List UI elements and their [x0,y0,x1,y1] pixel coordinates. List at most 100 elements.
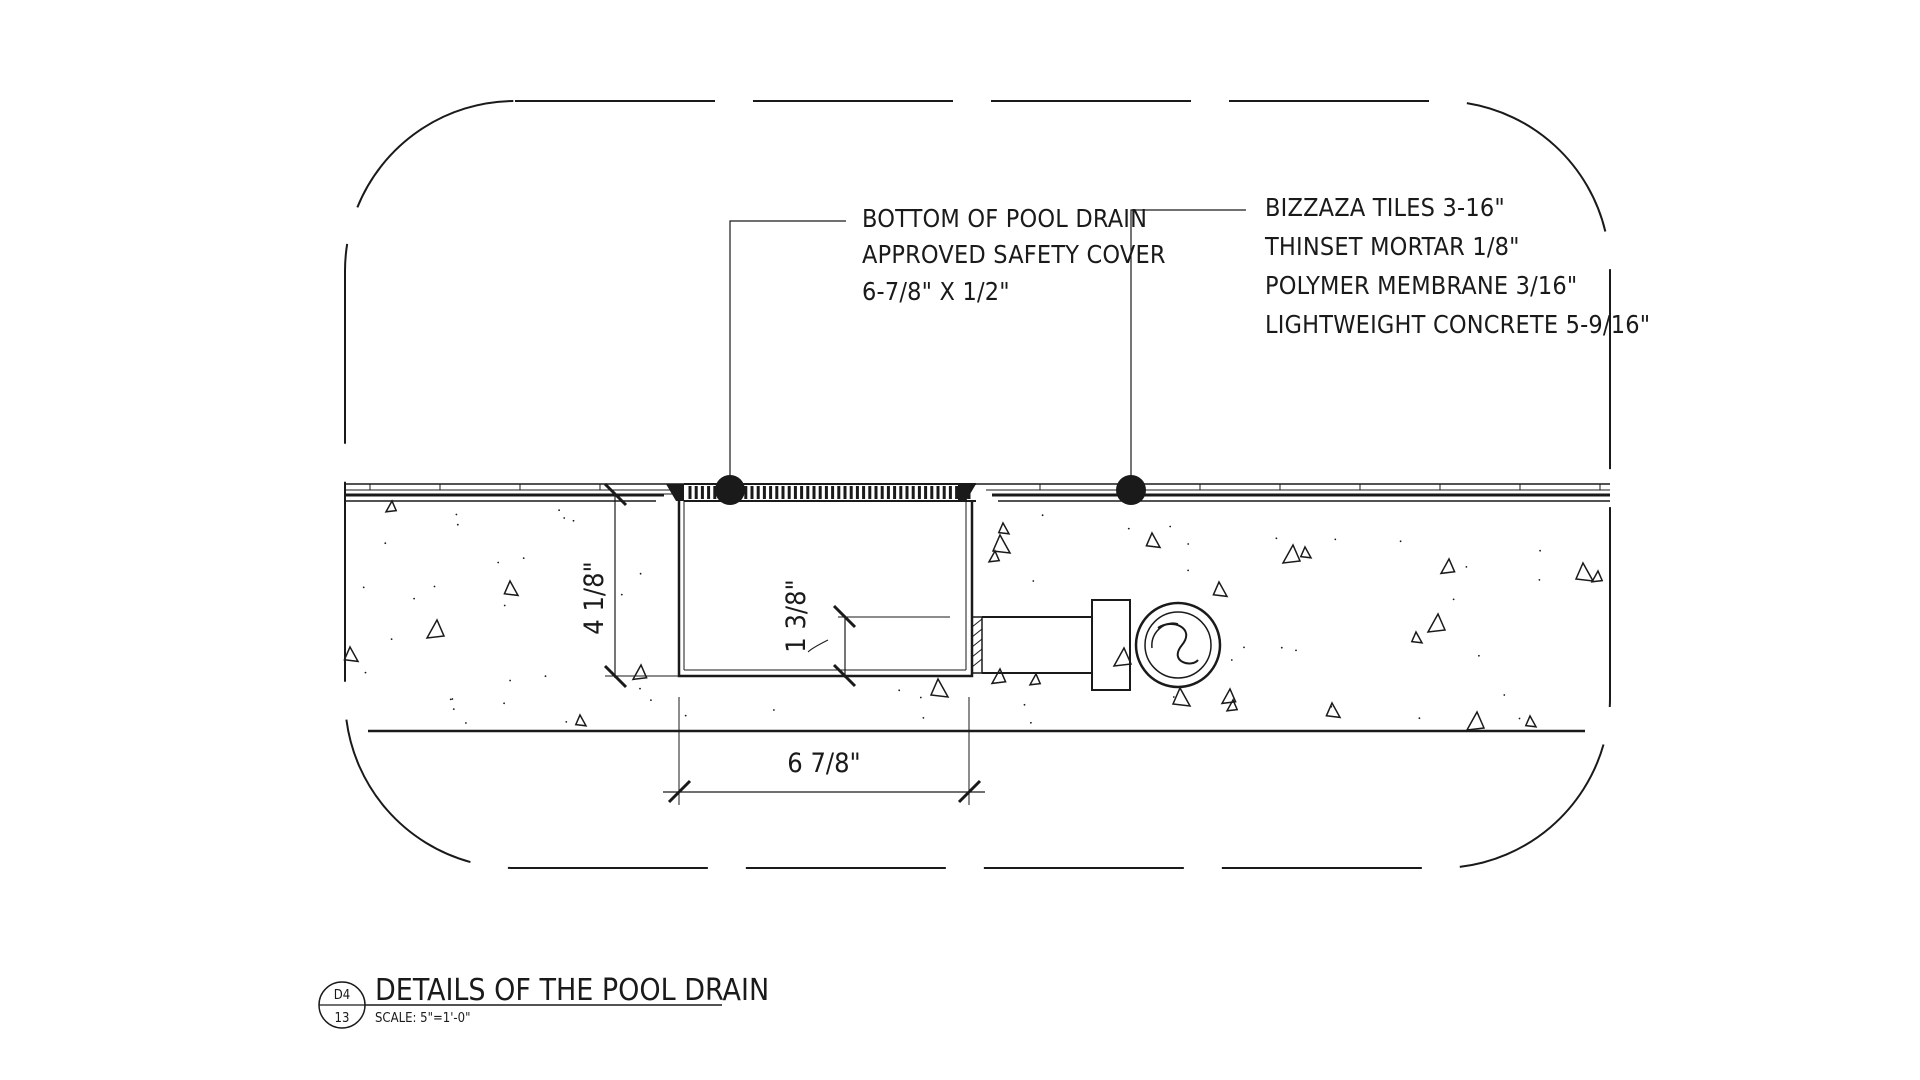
aggregate-dot [1452,598,1455,601]
aggregate-triangle [991,533,1012,554]
aggregate-triangle [1325,701,1342,719]
aggregate-dot [558,509,560,512]
aggregate-dot [1465,566,1468,568]
aggregate-dot [684,714,687,717]
aggregate-triangle [987,549,1001,563]
aggregate-dot [1187,543,1190,545]
aggregate-triangle [1145,531,1162,549]
aggregate-dot [451,698,454,700]
aggregate-dot [1169,525,1172,528]
aggregate-dot [364,671,367,674]
drawing-title: DETAILS OF THE POOL DRAIN [375,973,769,1008]
aggregate-dot [1030,721,1032,724]
aggregate-dot [456,523,459,526]
aggregate-triangle [1220,687,1237,705]
aggregate-triangle [1426,612,1447,633]
aggregate-dot [362,586,365,589]
aggregate-dot [565,721,568,723]
aggregate-dot [563,517,566,519]
aggregate-triangle [1212,580,1229,598]
aggregate-triangle [997,521,1011,535]
aggregate-dot [465,722,467,724]
aggregate-dot [620,593,623,596]
detail-ref: D4 [334,988,350,1003]
aggregate-triangle [574,713,588,727]
aggregate-triangle [1465,710,1486,731]
aggregate-dot [522,557,525,559]
offset-label: 1 3/8" [781,579,812,652]
aggregate-dot [455,513,458,516]
aggregate-dot [1243,646,1245,649]
aggregate-dot [1418,717,1421,720]
concrete-aggregate [343,499,1604,731]
aggregate-dot [1172,696,1175,698]
aggregate-dot [922,717,925,719]
leader-right-line-4: LIGHTWEIGHT CONCRETE 5-9/16" [1265,310,1650,339]
aggregate-triangle [503,579,520,597]
drawing-scale: SCALE: 5"=1'-0" [375,1011,470,1026]
aggregate-dot [509,679,511,682]
aggregate-dot [1478,654,1480,657]
aggregate-dot [919,696,922,699]
aggregate-dot [1330,705,1333,708]
aggregate-triangle [1225,698,1239,712]
aggregate-triangle [1171,686,1192,707]
title-block: D4 13 DETAILS OF THE POOL DRAIN SCALE: 5… [318,973,769,1029]
aggregate-dot [503,702,505,705]
drain-grate [666,483,976,502]
aggregate-dot [1503,694,1506,696]
aggregate-dot [1295,649,1297,652]
aggregate-triangle [343,645,360,663]
aggregate-dot [384,542,387,545]
aggregate-dot [1187,569,1189,572]
aggregate-dot [572,519,575,522]
aggregate-triangle [631,663,648,681]
aggregate-dot [1127,527,1130,530]
aggregate-triangle [1112,646,1133,667]
leader-left-line-2: APPROVED SAFETY COVER [862,240,1166,269]
leader-left-line-3: 6-7/8" X 1/2" [862,277,1010,306]
aggregate-dot [1399,540,1402,543]
aggregate-dot [1280,646,1283,649]
aggregate-triangle [1574,561,1595,582]
aggregate-dot [1023,703,1026,706]
aggregate-dot [544,675,547,678]
leader-right-line-1: BIZZAZA TILES 3-16" [1265,193,1505,222]
aggregate-triangle [990,667,1007,685]
leader-right-line-3: POLYMER MEMBRANE 3/16" [1265,271,1577,300]
aggregate-dot [650,699,652,701]
dimension-width: 6 7/8" [663,697,985,805]
aggregate-dot [1032,580,1035,582]
leader-right: BIZZAZA TILES 3-16" THINSET MORTAR 1/8" … [1116,193,1650,505]
aggregate-triangle [1590,569,1604,583]
aggregate-dot [1334,538,1337,541]
aggregate-dot [1041,514,1044,517]
finish-layers [345,483,1610,502]
drain-sump [677,501,983,678]
aggregate-triangle [384,499,398,513]
aggregate-triangle [1028,672,1042,686]
leader-right-line-2: THINSET MORTAR 1/8" [1264,232,1520,261]
aggregate-dot [1538,579,1541,581]
aggregate-dot [639,687,641,690]
dimension-depth: 4 1/8" [579,482,679,689]
outlet-pipe [982,599,1222,691]
aggregate-dot [503,604,506,607]
aggregate-triangle [425,618,446,639]
dimension-offset: 1 3/8" [781,579,950,688]
aggregate-dot [898,689,901,692]
aggregate-dot [1275,537,1278,540]
leader-left-line-1: BOTTOM OF POOL DRAIN [862,204,1147,233]
aggregate-dot [497,561,500,564]
aggregate-dot [452,708,455,710]
aggregate-triangle [1299,545,1313,559]
aggregate-triangle [1439,557,1456,575]
aggregate-dot [449,698,452,701]
aggregate-dot [1539,549,1541,552]
aggregate-triangle [929,677,950,698]
aggregate-dot [413,597,415,600]
aggregate-dot [1230,659,1233,661]
aggregate-triangle [1410,630,1424,644]
width-label: 6 7/8" [787,748,860,779]
